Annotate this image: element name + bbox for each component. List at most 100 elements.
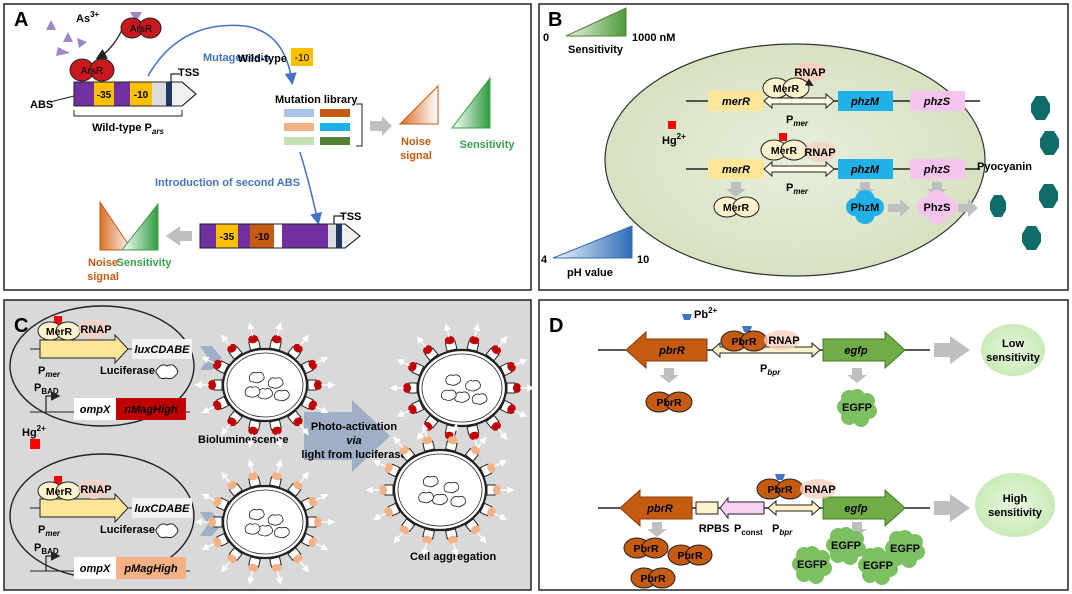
high-sensitivity-line2: sensitivity — [988, 507, 1043, 519]
cell-aggregation-label: Cell aggregation — [410, 551, 496, 563]
improved-minus35-label: -35 — [220, 232, 235, 243]
egfp-molecule: EGFP — [837, 389, 877, 427]
pbrr-protein: PbrR — [630, 567, 676, 589]
pbpr-lower-label: P — [772, 523, 779, 535]
pyocyanin-molecule — [1039, 184, 1058, 208]
egfp-molecule: EGFP — [858, 547, 898, 585]
pbad-c-upper-label: P — [34, 382, 41, 394]
pbrr-expression-arrow-upper — [659, 368, 679, 383]
light-ray — [247, 459, 255, 474]
panel-c: C luxCDABE MerR RNAP Pmer Luciferase PBA… — [3, 299, 535, 591]
lux-box-lower — [132, 498, 192, 518]
merr-dimer-upper-label: MerR — [773, 83, 800, 95]
phzs-to-pyocyanin-arrow — [958, 199, 978, 217]
luciferase-glyph — [443, 481, 460, 494]
ph-max-label: 10 — [637, 254, 649, 266]
svg-text:Pbpr: Pbpr — [760, 363, 781, 377]
luciferase-glyph — [418, 491, 434, 504]
arsenite-ion — [56, 47, 70, 56]
merr-dimer-lower: MerR — [760, 139, 808, 161]
improved-result-arrow — [166, 226, 192, 246]
magnet-protein — [271, 335, 282, 344]
light-ray — [221, 334, 231, 347]
pconst-sub: const — [741, 528, 763, 537]
sensitivity-label: Sensitivity — [459, 139, 515, 151]
svg-text:Pmer: Pmer — [38, 524, 61, 538]
magnet-protein — [314, 380, 322, 390]
sensitivity-scale-max: 1000 nM — [632, 32, 675, 44]
light-ray — [315, 356, 329, 364]
magnet-protein — [403, 383, 411, 393]
improved-sensitivity-triangle — [120, 202, 159, 251]
wild-type-bracket — [73, 110, 183, 117]
panel-b: B 0 1000 nM Sensitivity merR phzM phzS R… — [538, 3, 1069, 291]
magnet-protein — [447, 436, 458, 445]
bioluminescent-cell-n — [194, 322, 336, 448]
mercury-label-b: Hg — [662, 135, 677, 147]
mercury-label-c: Hg — [22, 427, 37, 439]
noise-triangle — [398, 84, 439, 125]
light-ray — [451, 423, 459, 438]
aggregated-cell-p — [365, 423, 515, 557]
pyocyanin-molecules — [990, 96, 1059, 250]
phzs-gene-upper — [910, 91, 965, 111]
pmer-arrow-lower — [39, 492, 129, 524]
light-ray — [221, 560, 231, 573]
photo-line3: light from luciferase — [301, 449, 406, 461]
phzm-gene-lower-label: phzM — [850, 164, 880, 176]
merr-dimer-c-upper: MerR — [37, 321, 81, 341]
panel-d-letter: D — [549, 315, 563, 337]
pbpr-arrow-lower — [767, 499, 821, 517]
pbrr-dimer-lower-label: PbrR — [767, 484, 793, 496]
luciferase-glyph — [432, 493, 448, 506]
sensitivity-scale-triangle — [565, 7, 627, 37]
pmer-c-lower-sub: mer — [45, 529, 61, 538]
light-ray — [372, 512, 387, 520]
pbrr-protein-label: PbrR — [640, 573, 666, 585]
cell-inner-membrane — [226, 489, 304, 555]
lux-label-upper: luxCDABE — [134, 344, 190, 356]
low-sensitivity-blob — [981, 324, 1045, 376]
pbrr-protein-upper: PbrR — [645, 391, 693, 413]
mercury-bound-b — [779, 133, 787, 141]
bioluminescent-cell-p — [194, 459, 336, 585]
magnet-protein — [308, 359, 317, 370]
luciferase-glyph-upper — [155, 364, 179, 380]
sensitivity-scale-min: 0 — [543, 32, 549, 44]
wt-minus10-label: -10 — [134, 90, 149, 101]
merr-protein-product: MerR — [713, 196, 760, 218]
lead-label: Pb — [694, 309, 708, 321]
pbad-c-upper-sub: BAD — [41, 387, 59, 396]
ompx-c-upper-label: ompX — [80, 404, 111, 416]
improved-tss-marker — [333, 215, 344, 224]
rpbs-box — [695, 501, 719, 515]
arsenite-ion — [46, 20, 56, 30]
wild-type-promoter-bar: -35 -10 — [73, 81, 197, 107]
magnet-protein — [308, 400, 317, 411]
light-ray — [497, 336, 508, 348]
phzs-gene-lower — [910, 159, 965, 179]
luciferase-glyph — [422, 475, 439, 488]
magnet-protein — [314, 517, 322, 527]
rnap-lower — [804, 142, 836, 162]
lux-box-upper — [132, 339, 192, 359]
magnet-protein — [213, 496, 222, 507]
magnet-protein — [513, 383, 521, 393]
magnet-protein — [384, 507, 393, 517]
magnet-protein — [208, 517, 216, 527]
svg-text:Hg2+: Hg2+ — [662, 132, 686, 147]
phzm-to-phzs-arrow — [888, 199, 910, 217]
magnet-protein — [248, 426, 259, 435]
sensitivity-scale-label: Sensitivity — [568, 44, 624, 56]
light-ray — [275, 433, 283, 448]
light-ray — [472, 323, 481, 338]
light-ray — [201, 493, 215, 501]
egfp-label: EGFP — [831, 540, 861, 552]
magnet-protein — [308, 496, 317, 507]
light-ray — [201, 543, 215, 551]
magnet-protein — [487, 463, 496, 473]
egfp-label: EGFP — [863, 560, 893, 572]
wt-minus35-label: -35 — [97, 90, 112, 101]
light-ray — [315, 543, 329, 551]
tss-marker — [170, 73, 180, 82]
